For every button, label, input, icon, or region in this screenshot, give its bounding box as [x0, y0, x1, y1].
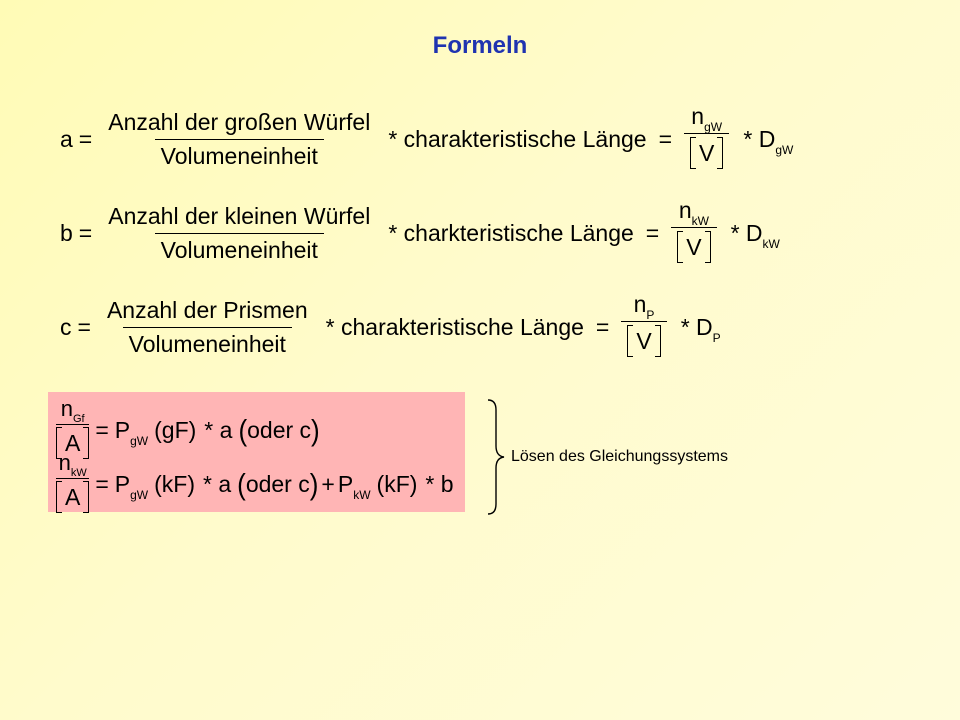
- density-fraction: nkW V: [671, 197, 717, 269]
- p-argument: (gF): [154, 417, 197, 443]
- denominator: A: [56, 424, 90, 465]
- numerator: ngW: [691, 103, 723, 134]
- denominator: Volumeneinheit: [154, 138, 324, 170]
- denominator: Volumeneinheit: [154, 232, 324, 264]
- denominator: A: [56, 478, 90, 519]
- formula-a: a = Anzahl der großen Würfel Volumeneinh…: [60, 103, 799, 175]
- system-equation-1: nGf A = PgW (gF) * a (oder c): [56, 396, 320, 465]
- numerator: nkW: [58, 450, 87, 479]
- numerator: nP: [633, 291, 655, 322]
- fraction: Anzahl der kleinen Würfel Volumeneinheit: [104, 203, 374, 264]
- density-fraction: ngW V: [684, 103, 730, 175]
- fraction: nkW A: [56, 450, 90, 519]
- fraction: nGf A: [56, 396, 90, 465]
- p-term: PgW: [114, 417, 149, 448]
- numerator: nGf: [60, 396, 85, 425]
- denominator: V: [671, 227, 717, 269]
- equals-sign: =: [95, 471, 109, 497]
- fraction: Anzahl der großen Würfel Volumeneinheit: [104, 109, 374, 170]
- equals-sign: =: [95, 417, 109, 443]
- denominator: V: [684, 133, 730, 175]
- equation-system-box: nGf A = PgW (gF) * a (oder c) nkW A = Pg…: [48, 392, 465, 513]
- equals-sign: =: [658, 125, 673, 152]
- formula-lhs: b: [60, 219, 73, 246]
- equals-sign: =: [78, 125, 93, 152]
- numerator: Anzahl der Prismen: [106, 296, 308, 323]
- formula-lhs: c: [60, 313, 72, 340]
- plus-sign: +: [321, 471, 335, 497]
- system-label: Lösen des Gleichungssystems: [511, 448, 728, 465]
- numerator: Anzahl der großen Würfel: [108, 108, 371, 135]
- factor-text: * charkteristische Länge: [388, 219, 634, 246]
- curly-brace-icon: [487, 399, 505, 515]
- p-argument-2: (kF): [376, 471, 418, 497]
- density-fraction: nP V: [621, 291, 667, 363]
- numerator: nkW: [678, 197, 709, 228]
- equals-sign: =: [595, 313, 610, 340]
- denominator: V: [621, 321, 667, 363]
- formula-lhs: a: [60, 125, 73, 152]
- equals-sign: =: [77, 313, 91, 340]
- multiplier: * a: [203, 471, 232, 497]
- alternative: oder c: [245, 471, 310, 497]
- alternative: oder c: [247, 417, 312, 443]
- multiplier: * a: [204, 417, 233, 443]
- factor-text: * charakteristische Länge: [388, 125, 647, 152]
- d-term: * DkW: [730, 219, 780, 251]
- d-term: * DgW: [743, 125, 794, 157]
- formula-c: c = Anzahl der Prismen Volumeneinheit * …: [60, 291, 727, 363]
- factor-text: * charakteristische Länge: [325, 313, 584, 340]
- equals-sign: =: [78, 219, 93, 246]
- numerator: Anzahl der kleinen Würfel: [108, 202, 371, 229]
- system-equation-2: nkW A = PgW (kF) * a (oder c) + PkW (kF)…: [56, 450, 460, 519]
- p-argument: (kF): [154, 471, 195, 497]
- formula-b: b = Anzahl der kleinen Würfel Volumenein…: [60, 197, 786, 269]
- denominator: Volumeneinheit: [122, 326, 292, 358]
- tail-term: * b: [425, 471, 454, 497]
- p-term: PgW: [114, 471, 149, 502]
- d-term: * DP: [680, 313, 721, 345]
- equals-sign: =: [645, 219, 660, 246]
- p-term-2: PkW: [337, 471, 371, 502]
- fraction: Anzahl der Prismen Volumeneinheit: [103, 297, 312, 358]
- page-title: Formeln: [432, 32, 528, 59]
